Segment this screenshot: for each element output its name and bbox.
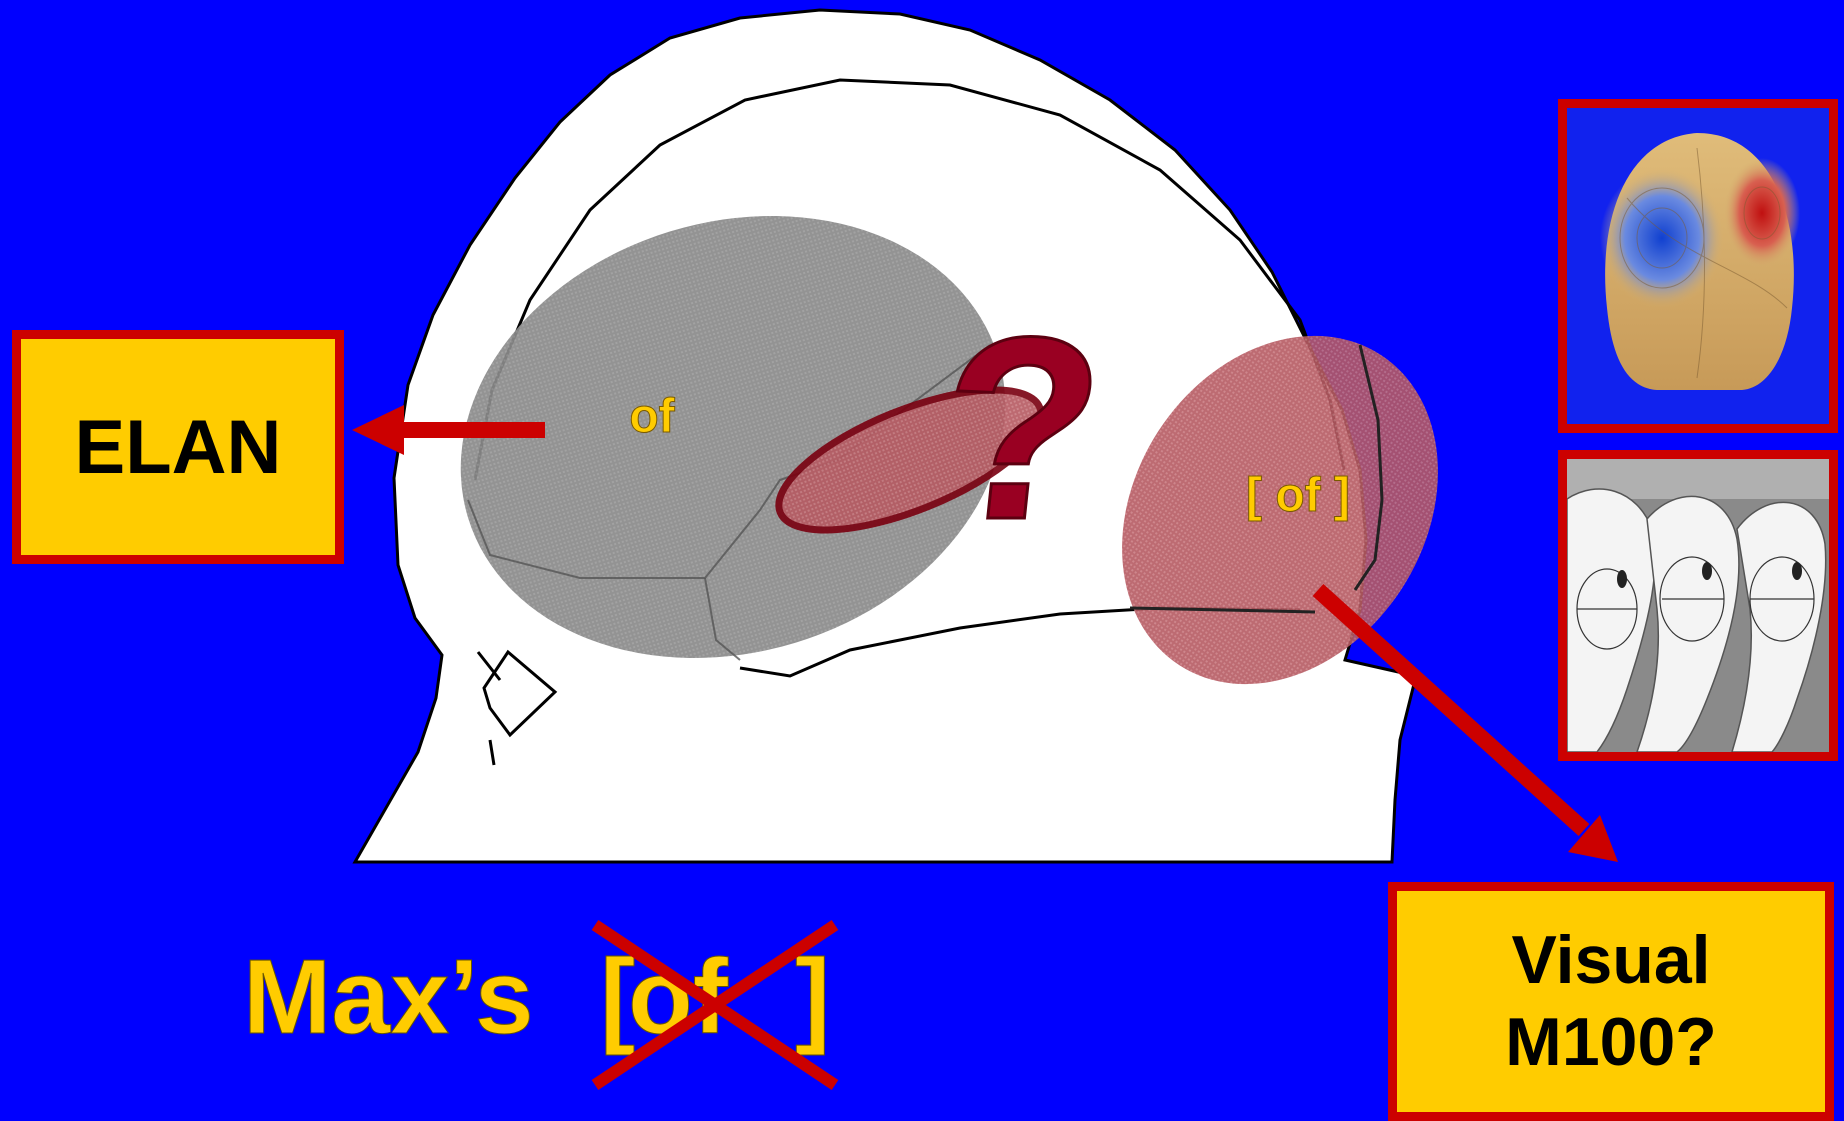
left-activation-region [460,216,1006,658]
elan-label: ELAN [74,404,282,490]
strike-x-icon [591,920,839,1090]
caption-bracket-close: ] [795,938,830,1056]
visual-label-line1: Visual [1511,921,1711,998]
of-label-right: [ of ] [1246,469,1350,522]
mri-slices-icon [1567,459,1829,752]
arrow-to-visual [1312,584,1618,862]
arrow-to-elan [352,405,545,455]
caption-bracket-open: [ [600,938,635,1056]
caption: Max’s [ of ] [243,920,839,1090]
middle-activation-region [775,386,1045,534]
scalp-topography-image [1558,99,1838,433]
mri-slices-image [1558,450,1838,761]
caption-prefix: Max’s [243,938,534,1056]
visual-label-line2: M100? [1505,1003,1717,1080]
scalp-map-icon [1600,133,1800,390]
elan-box: ELAN [12,330,344,564]
visual-m100-box: Visual M100? [1388,882,1834,1121]
question-mark: ? [926,284,1115,574]
of-label-left: of [629,390,675,443]
right-activation-region [1122,335,1438,685]
